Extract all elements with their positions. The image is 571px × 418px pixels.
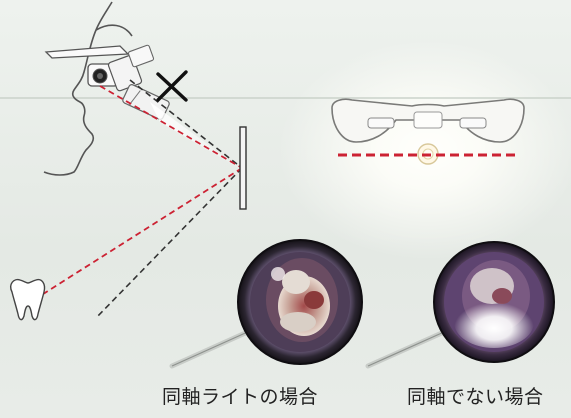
loupe-frame <box>44 44 155 92</box>
background-horizon-line <box>0 97 571 99</box>
mirror-image-non-coaxial <box>365 241 555 369</box>
mirror-image-coaxial <box>169 239 363 369</box>
tooth-icon <box>10 278 46 321</box>
dental-mirror-side-view <box>239 126 247 210</box>
coaxial-beam <box>39 85 243 297</box>
non-coaxial-beam <box>95 79 243 319</box>
caption-non-coaxial: 同軸でない場合 <box>407 386 544 408</box>
loupe-front-view <box>331 98 525 165</box>
caption-coaxial: 同軸ライトの場合 <box>162 386 319 408</box>
lamp-light-beam <box>150 102 242 170</box>
blocked-x-mark <box>156 70 188 102</box>
